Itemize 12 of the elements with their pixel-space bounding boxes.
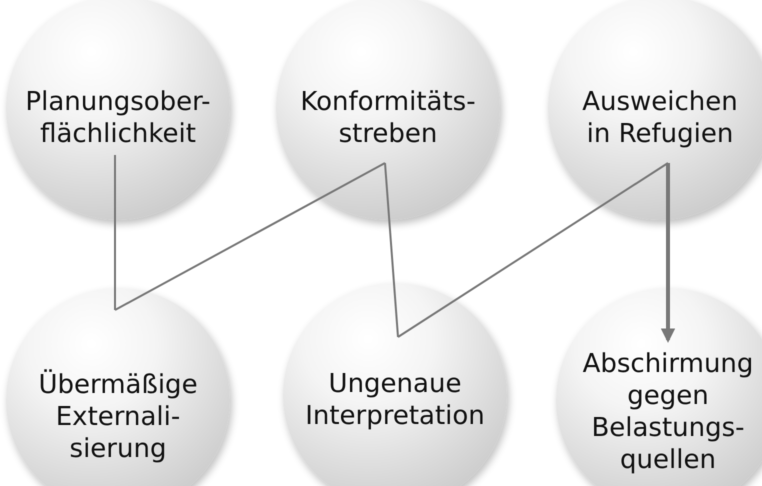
node-label: Übermäßige Externali- sierung bbox=[37, 369, 199, 465]
node-label: Ungenaue Interpretation bbox=[304, 368, 486, 432]
node-label: Konformitäts- streben bbox=[299, 86, 477, 150]
connector-line bbox=[384, 162, 399, 338]
connector-line bbox=[397, 162, 669, 338]
node-label: Abschirmung gegen Belastungs- quellen bbox=[582, 348, 754, 476]
node-label: Planungsober- flächlichkeit bbox=[24, 86, 212, 150]
connector-line bbox=[114, 155, 116, 310]
node-label: Ausweichen in Refugien bbox=[581, 86, 739, 150]
sphere-node bbox=[548, 0, 762, 220]
connector-line bbox=[114, 162, 386, 311]
arrow bbox=[660, 163, 676, 343]
